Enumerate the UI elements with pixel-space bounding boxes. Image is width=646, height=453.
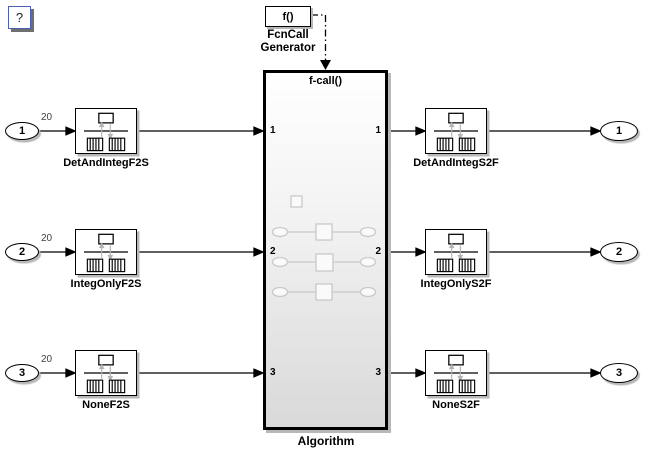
wire-row3[interactable]: [39, 368, 602, 378]
block-IntegOnlyS2F[interactable]: [425, 229, 487, 275]
block-label-DetAndIntegF2S: DetAndIntegF2S: [63, 157, 149, 169]
algorithm-outport-1-label: 1: [375, 125, 381, 136]
signal-width-label-3: 20: [41, 354, 53, 365]
algorithm-block-name: Algorithm: [297, 434, 355, 448]
inport-1[interactable]: 1: [5, 122, 39, 140]
block-DetAndIntegS2F[interactable]: [425, 108, 487, 154]
rate-transition-icon: [84, 233, 128, 273]
help-button[interactable]: ?: [8, 6, 31, 29]
block-DetAndIntegF2S[interactable]: [75, 108, 137, 154]
function-call-dashdot-line[interactable]: [311, 14, 327, 60]
algorithm-inport-2-label: 2: [270, 246, 276, 257]
block-label-IntegOnlyF2S: IntegOnlyF2S: [70, 278, 142, 290]
block-NoneF2S[interactable]: [75, 350, 137, 396]
subsystem-content-preview-icon: [271, 195, 377, 301]
algorithm-subsystem-block[interactable]: f-call() 1 2 3 1 2 3: [263, 70, 388, 430]
fcncall-generator-label: FcnCall Generator: [228, 29, 348, 55]
block-label-NoneF2S: NoneF2S: [82, 399, 130, 411]
wire-row2[interactable]: [39, 247, 602, 257]
rate-transition-icon: [434, 233, 478, 273]
block-label-IntegOnlyS2F: IntegOnlyS2F: [420, 278, 492, 290]
algorithm-outport-2-label: 2: [375, 246, 381, 257]
rate-transition-icon: [434, 354, 478, 394]
fcncall-generator-label-line1: FcnCall: [267, 29, 309, 41]
block-NoneS2F[interactable]: [425, 350, 487, 396]
function-call-arrowhead: [320, 60, 331, 70]
fcncall-generator-block[interactable]: f(): [265, 6, 311, 27]
algorithm-outport-3-label: 3: [375, 367, 381, 378]
signal-width-label-2: 20: [41, 233, 53, 244]
outport-3[interactable]: 3: [600, 363, 638, 383]
rate-transition-icon: [434, 112, 478, 152]
inport-2[interactable]: 2: [5, 243, 39, 261]
wire-row1[interactable]: [39, 126, 602, 136]
outport-1[interactable]: 1: [600, 121, 638, 141]
outport-2[interactable]: 2: [600, 242, 638, 262]
signal-width-label-1: 20: [41, 112, 53, 123]
algorithm-trigger-label: f-call(): [309, 75, 342, 87]
fcncall-generator-label-line2: Generator: [260, 42, 316, 54]
rate-transition-icon: [84, 354, 128, 394]
block-label-NoneS2F: NoneS2F: [432, 399, 480, 411]
algorithm-inport-1-label: 1: [270, 125, 276, 136]
block-IntegOnlyF2S[interactable]: [75, 229, 137, 275]
rate-transition-icon: [84, 112, 128, 152]
block-label-DetAndIntegS2F: DetAndIntegS2F: [413, 157, 499, 169]
inport-3[interactable]: 3: [5, 364, 39, 382]
algorithm-inport-3-label: 3: [270, 367, 276, 378]
